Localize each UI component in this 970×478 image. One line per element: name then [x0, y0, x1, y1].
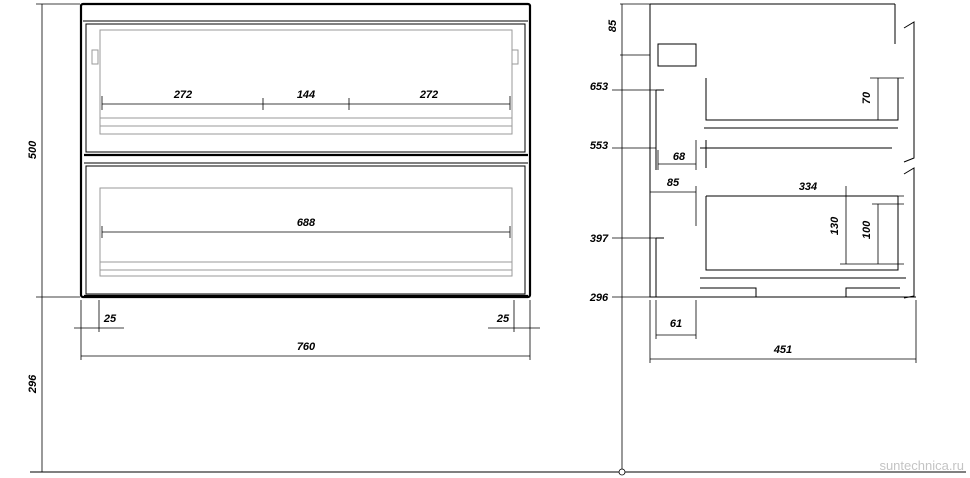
dim-drawer-right: 272	[419, 89, 438, 101]
dim-level-397: 397	[590, 233, 609, 245]
dim-depth-85: 85	[667, 177, 680, 189]
front-view: 272 144 272 688 500 296 25 25 760	[27, 2, 540, 472]
dim-height-100: 100	[861, 220, 873, 239]
dim-drawer-middle: 144	[297, 89, 315, 101]
dim-depth-334: 334	[799, 181, 817, 193]
dim-level-296: 296	[589, 292, 609, 304]
upper-drawer	[85, 23, 526, 153]
dim-depth-451: 451	[773, 344, 792, 356]
dim-total-width: 760	[297, 341, 316, 353]
watermark: suntechnica.ru	[879, 458, 964, 473]
dim-depth-61: 61	[670, 318, 682, 330]
dim-height-bottom: 296	[27, 374, 39, 394]
dim-depth-68: 68	[673, 151, 686, 163]
dim-height-top: 500	[27, 140, 39, 159]
dim-offset-right: 25	[496, 313, 510, 325]
dim-drawer-lower: 688	[297, 217, 316, 229]
cabinet-outline	[79, 2, 532, 299]
dim-offset-left: 25	[103, 313, 117, 325]
dim-height-70: 70	[861, 91, 873, 104]
dim-drawer-left: 272	[173, 89, 192, 101]
dim-level-653: 653	[590, 81, 608, 93]
side-view: 85 653 553 397 296 68 85 334 61 451	[589, 3, 917, 476]
dim-top-offset: 85	[607, 19, 619, 32]
lower-drawer	[85, 165, 526, 295]
dim-height-130: 130	[829, 216, 841, 235]
dim-level-553: 553	[590, 140, 608, 152]
